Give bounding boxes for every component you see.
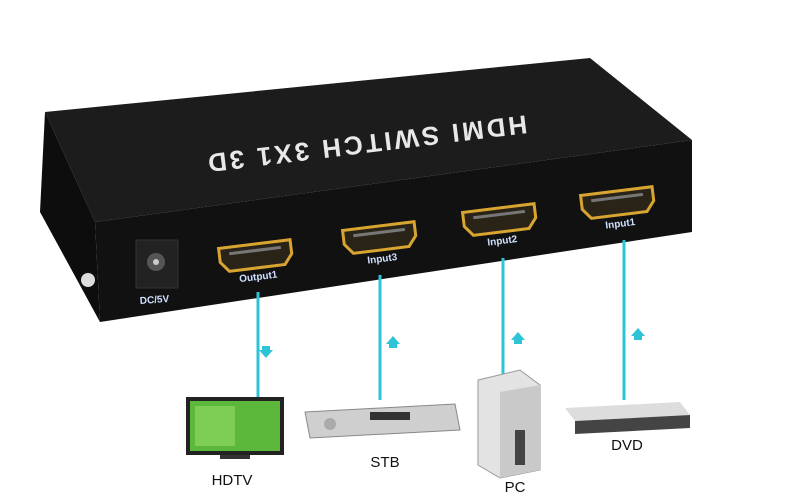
stb-device bbox=[304, 403, 461, 439]
hdmi-port-output1: Output1 bbox=[216, 238, 294, 286]
arrow-up-icon bbox=[511, 332, 525, 344]
device-label-pc: PC bbox=[505, 479, 526, 496]
dvd-device bbox=[565, 402, 690, 434]
device-label-hdtv: HDTV bbox=[212, 472, 253, 489]
arrow-up-icon bbox=[631, 328, 645, 340]
port-label: Output1 bbox=[239, 270, 279, 286]
port-label: Input1 bbox=[605, 217, 637, 232]
side-screw bbox=[81, 273, 95, 287]
dc-label: DC/5V bbox=[139, 294, 169, 307]
device-label-stb: STB bbox=[370, 454, 399, 471]
hdmi-port-input2: Input2 bbox=[460, 202, 538, 249]
arrow-up-icon bbox=[386, 336, 400, 348]
port-label: Input3 bbox=[367, 252, 399, 267]
box-left-side bbox=[40, 112, 100, 322]
dc-jack: DC/5V bbox=[135, 239, 179, 307]
hdmi-port-input3: Input3 bbox=[340, 220, 418, 267]
port-label: Input2 bbox=[487, 234, 519, 249]
hdmi-port-input1: Input1 bbox=[578, 185, 656, 232]
device-label-dvd: DVD bbox=[611, 437, 643, 454]
hdtv-device bbox=[186, 397, 284, 459]
box-top bbox=[45, 58, 692, 222]
pc-device bbox=[477, 369, 541, 479]
arrow-down-icon bbox=[259, 346, 273, 358]
